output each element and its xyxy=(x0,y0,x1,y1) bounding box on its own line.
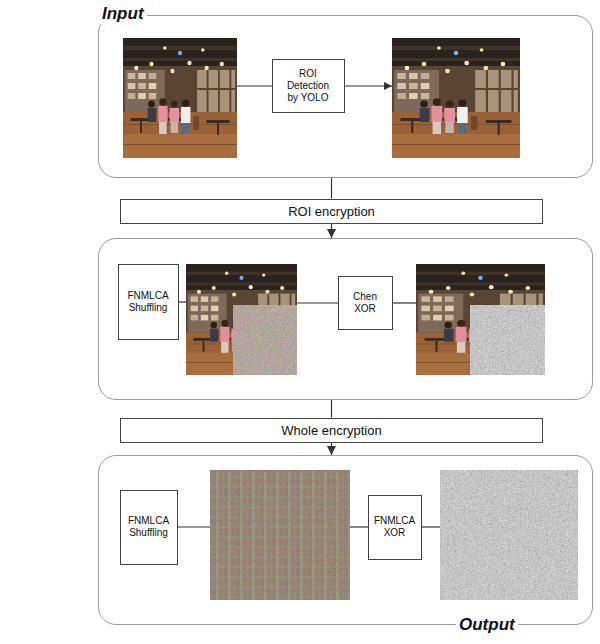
process-box: FNMLCA Shuffling xyxy=(120,490,178,565)
encrypted-image xyxy=(440,470,578,600)
box-label: FNMLCA Shuffling xyxy=(123,290,173,314)
box-label: FNMLCA XOR xyxy=(373,515,417,539)
stage-panel: FNMLCA Shuffling Chen XOR xyxy=(98,238,593,400)
panel-heading: Output xyxy=(456,615,518,635)
stage-panel: InputROI Detection by YOLO xyxy=(98,15,593,178)
box-label: Chen XOR xyxy=(345,291,385,315)
flow-connector xyxy=(331,224,332,239)
box-label: FNMLCA Shuffling xyxy=(125,515,173,539)
roi-shuffled-region xyxy=(233,305,297,375)
process-box: FNMLCA Shuffling xyxy=(118,264,179,340)
flow-arrow xyxy=(345,85,392,86)
input-photo xyxy=(123,38,237,158)
panel-heading: Input xyxy=(99,4,147,24)
roi-encrypted-region xyxy=(470,305,545,375)
process-box: Chen XOR xyxy=(338,276,393,330)
box-label: Whole encryption xyxy=(281,423,381,438)
process-box: ROI Detection by YOLO xyxy=(272,59,345,113)
flow-line xyxy=(297,302,338,303)
roi-shuffled-photo xyxy=(186,264,297,375)
flow-line xyxy=(237,85,272,86)
flow-line xyxy=(176,526,210,527)
box-label: ROI encryption xyxy=(288,204,375,219)
shuffled-image-noise xyxy=(210,470,350,600)
roi-encrypted-photo xyxy=(416,264,545,375)
box-label: ROI Detection by YOLO xyxy=(281,68,335,104)
shuffled-image xyxy=(210,470,350,600)
stage-bar: Whole encryption xyxy=(120,418,543,443)
process-box: FNMLCA XOR xyxy=(368,495,422,560)
flow-connector xyxy=(331,443,332,456)
flow-line xyxy=(420,526,440,527)
flow-connector xyxy=(331,400,332,418)
flow-line xyxy=(393,302,416,303)
stage-panel: OutputFNMLCA ShufflingFNMLCA XOR xyxy=(98,455,593,625)
detected-photo xyxy=(392,38,520,158)
stage-bar: ROI encryption xyxy=(120,199,543,224)
flow-connector xyxy=(331,178,332,199)
